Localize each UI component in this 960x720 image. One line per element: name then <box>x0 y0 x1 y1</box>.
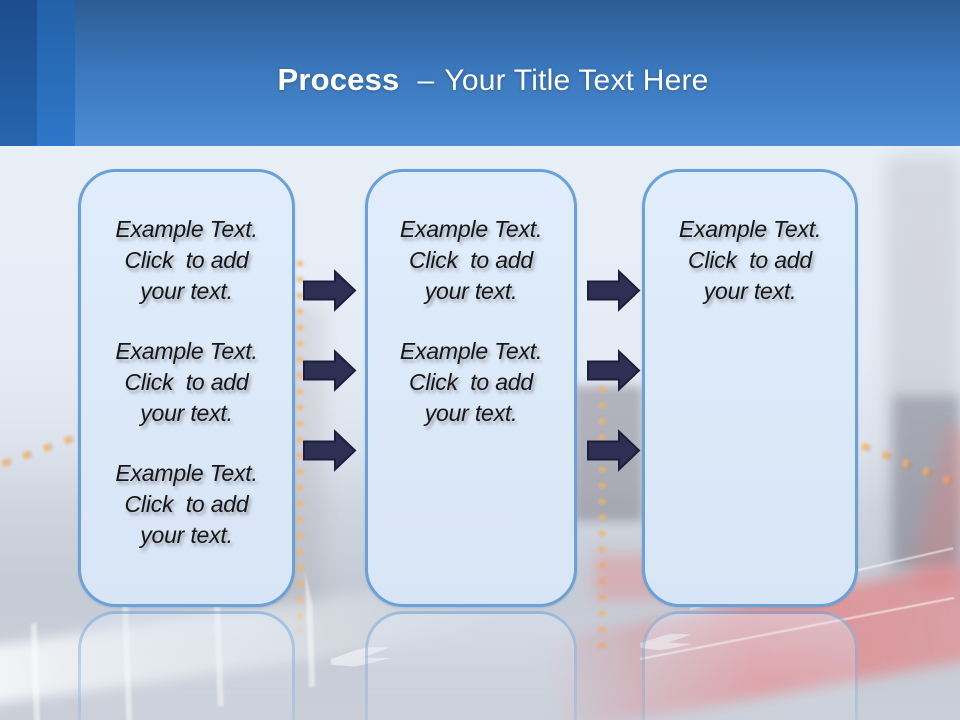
process-box-3[interactable]: Example Text. Click to add your text. <box>642 169 858 607</box>
text-placeholder[interactable]: Example Text. Click to add your text. <box>87 458 286 551</box>
bridge-tower-right <box>886 156 960 586</box>
placeholder-line: your text. <box>424 400 518 426</box>
process-box-2[interactable]: Example Text. Click to add your text. Ex… <box>365 169 577 607</box>
text-placeholder[interactable]: Example Text. Click to add your text. <box>374 336 568 429</box>
arrow-right-icon <box>302 348 358 393</box>
box-reflection <box>642 611 858 720</box>
placeholder-line: Click to add <box>688 247 812 273</box>
placeholder-line: Example Text. <box>115 460 258 486</box>
placeholder-line: Example Text. <box>678 216 822 242</box>
text-placeholder[interactable]: Example Text. Click to add your text. <box>87 336 286 429</box>
arrow-right-icon <box>586 348 642 393</box>
bridge-light-string <box>297 261 303 631</box>
placeholder-line: Click to add <box>409 369 533 395</box>
placeholder-line: Click to add <box>124 369 249 395</box>
text-placeholder[interactable]: Example Text. Click to add your text. <box>87 214 286 307</box>
placeholder-line: your text. <box>140 400 233 426</box>
title-placeholder-text: Your Title Text Here <box>444 64 709 97</box>
title-separator: – <box>417 64 435 97</box>
arrow-right-icon <box>302 428 358 473</box>
box-reflection <box>365 611 577 720</box>
placeholder-line: Example Text. <box>115 338 258 364</box>
placeholder-line: Click to add <box>124 491 249 517</box>
header-stripe-bright <box>37 0 75 146</box>
arrow-right-icon <box>586 268 642 313</box>
header-stripe-dark <box>0 0 37 146</box>
slide-title[interactable]: Process – Your Title Text Here <box>277 62 708 98</box>
placeholder-line: Example Text. <box>399 216 543 242</box>
process-box-1[interactable]: Example Text. Click to add your text. Ex… <box>78 169 295 607</box>
placeholder-line: your text. <box>140 278 233 304</box>
arrow-right-icon <box>586 428 642 473</box>
placeholder-line: Example Text. <box>399 338 543 364</box>
box-reflection <box>78 611 295 720</box>
placeholder-line: Example Text. <box>115 216 258 242</box>
placeholder-line: your text. <box>140 522 233 548</box>
placeholder-line: Click to add <box>409 247 533 273</box>
text-placeholder[interactable]: Example Text. Click to add your text. <box>374 214 568 307</box>
placeholder-line: your text. <box>703 278 797 304</box>
title-bar: Process – Your Title Text Here <box>0 0 960 146</box>
title-emphasis: Process <box>277 62 400 97</box>
arrow-right-icon <box>302 268 358 313</box>
bridge-light-string <box>599 371 605 651</box>
placeholder-line: your text. <box>424 278 518 304</box>
placeholder-line: Click to add <box>124 247 249 273</box>
text-placeholder[interactable]: Example Text. Click to add your text. <box>651 214 849 307</box>
